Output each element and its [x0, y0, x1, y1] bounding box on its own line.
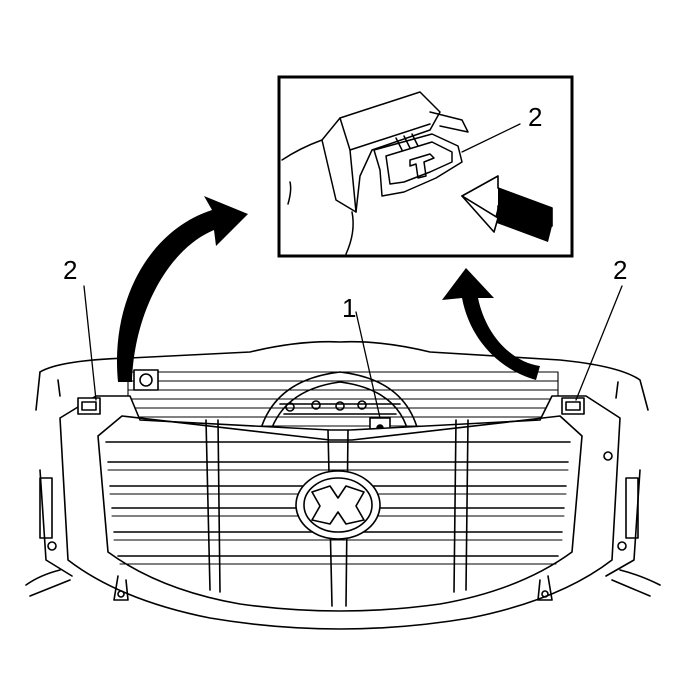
- callout-clip-left-label: 2: [63, 255, 78, 285]
- clip-left: [77, 285, 101, 415]
- clip-detail-inset: [277, 75, 574, 258]
- removal-arrow-right: [442, 268, 540, 380]
- center-support-arch: [257, 371, 421, 441]
- callout-clip-right-label: 2: [613, 255, 628, 285]
- removal-arrow-left: [116, 196, 248, 382]
- hood-latch-bracket: [133, 369, 159, 391]
- grille-emblem: [295, 470, 381, 540]
- radiator-support-frame: [25, 340, 661, 597]
- clip-right: [561, 285, 623, 415]
- callout-clip-detail-label: 2: [528, 102, 543, 132]
- callout-retainer-label: 1: [342, 293, 357, 323]
- push-arrow: [461, 175, 553, 242]
